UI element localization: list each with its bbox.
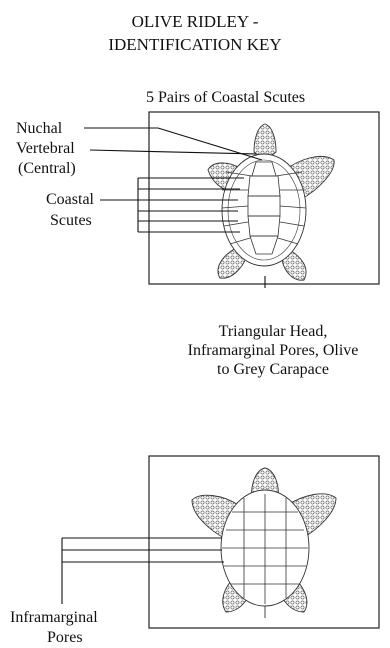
nuchal-leader-diag: [158, 128, 262, 160]
turtle-top-illustration: [208, 124, 334, 280]
turtle-bottom-illustration: [192, 468, 336, 618]
carapace: [222, 154, 306, 266]
turtle-head: [254, 124, 276, 157]
bottom-leader-lines: [62, 538, 224, 604]
